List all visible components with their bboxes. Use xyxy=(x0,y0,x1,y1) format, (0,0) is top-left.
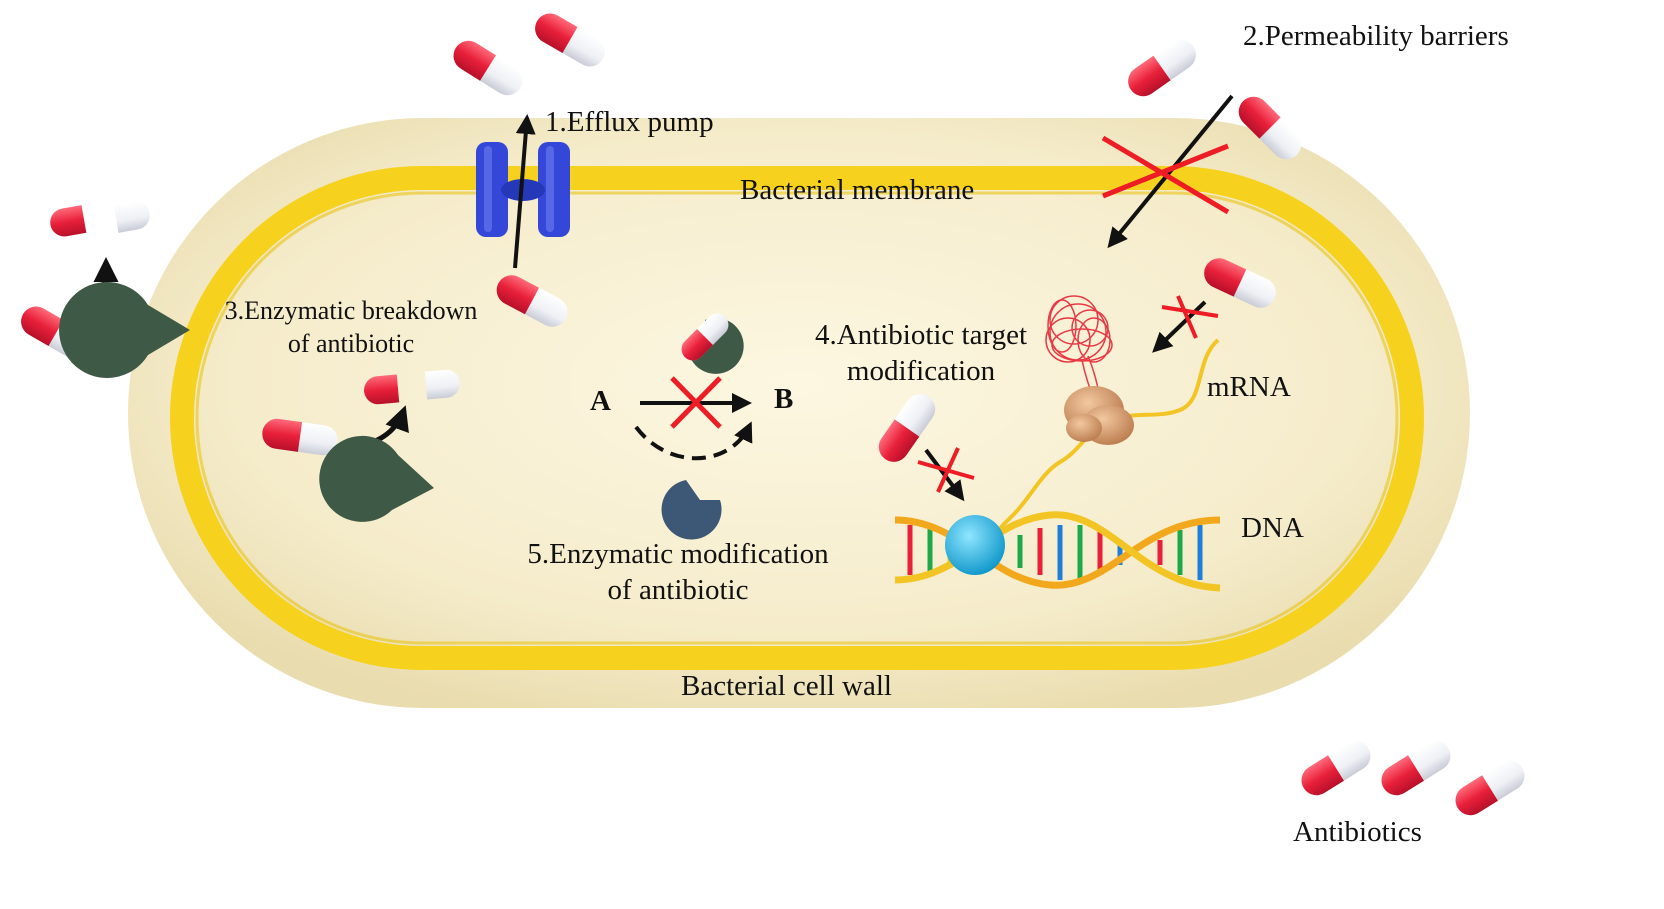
bacterial-cell xyxy=(128,118,1470,708)
mrna-label: mRNA xyxy=(1207,371,1291,403)
efflux-arrow xyxy=(513,114,536,269)
bacterial-cell-wall-label: Bacterial cell wall xyxy=(681,670,892,702)
point-b-label: B xyxy=(774,383,794,415)
enzymatic-modification-label: 5.Enzymatic modification of antibiotic xyxy=(508,536,848,609)
antibiotics-label: Antibiotics xyxy=(1293,816,1422,848)
capsule-legend-1 xyxy=(1295,735,1377,801)
capsule-barrier-1 xyxy=(1122,33,1202,103)
a-to-b-block-cross xyxy=(670,376,722,429)
a-to-b-bypass-arrow xyxy=(634,421,753,461)
rna-polymerase-icon xyxy=(945,515,1005,575)
capsule-efflux-1 xyxy=(447,35,529,101)
efflux-pump-label: 1.Efflux pump xyxy=(545,106,714,138)
bacterial-membrane-label: Bacterial membrane xyxy=(740,174,975,206)
tangled-protein-icon xyxy=(1045,295,1113,409)
enzymatic-breakdown-line2: of antibiotic xyxy=(287,328,415,358)
capsule-broken-red-outside xyxy=(47,205,87,239)
enzymatic-breakdown-line1: 3.Enzymatic breakdown xyxy=(224,296,478,325)
capsule-legend-2 xyxy=(1375,735,1457,801)
target-modification-line2: modification xyxy=(846,355,996,388)
capsule-broken-white-outside xyxy=(113,199,153,233)
capsule-efflux-2 xyxy=(529,8,611,72)
modification-enzyme-top-icon xyxy=(688,317,744,374)
bacterial-cell-wall-shape xyxy=(128,118,1470,708)
dna-label: DNA xyxy=(1241,512,1304,544)
enzyme-outside-icon xyxy=(59,282,190,378)
enzymatic-modification-line1: 5.Enzymatic modification xyxy=(527,538,829,570)
capsule-legend-3 xyxy=(1449,755,1531,821)
permeability-block-cross xyxy=(1101,135,1230,215)
enzymatic-modification-line2: of antibiotic xyxy=(607,574,749,607)
ribosome-block-cross xyxy=(1161,295,1219,339)
enzymatic-breakdown-label: 3.Enzymatic breakdown of antibiotic xyxy=(213,295,489,360)
target-modification-label: 4.Antibiotic target modification xyxy=(803,317,1039,390)
bacterial-membrane-ring xyxy=(170,166,1424,670)
target-modification-line1: 4.Antibiotic target xyxy=(814,319,1028,351)
point-a-label: A xyxy=(590,385,611,417)
permeability-barriers-label: 2.Permeability barriers xyxy=(1243,20,1509,52)
ribosome-target-arrow xyxy=(1152,300,1207,353)
ribosome-icon xyxy=(1064,386,1134,445)
enzyme-inside-icon xyxy=(319,435,434,522)
membrane-inner-edge xyxy=(195,191,1399,645)
efflux-pump-icon xyxy=(476,142,570,237)
modification-enzyme-bottom-icon xyxy=(661,480,722,540)
dna-block-cross xyxy=(917,447,975,493)
